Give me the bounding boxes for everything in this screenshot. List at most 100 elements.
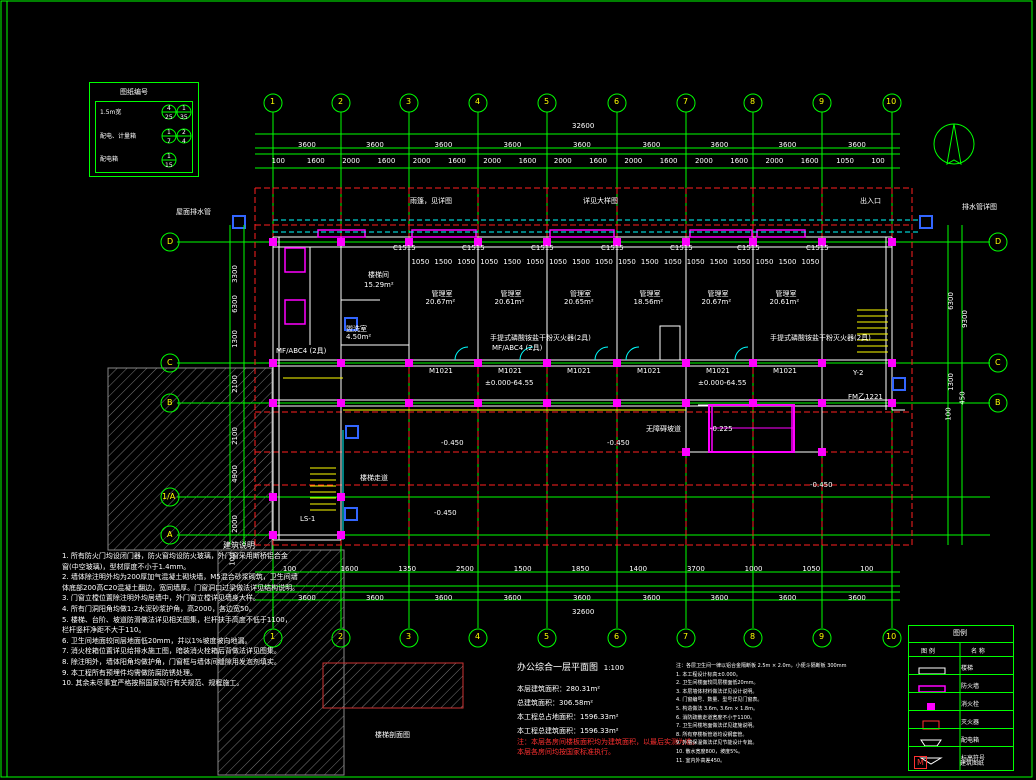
column-extra-4 <box>682 448 690 456</box>
column-extra-0 <box>269 493 277 501</box>
stair-room-name: 楼梯间 <box>368 271 389 279</box>
room-span-6: 1050 <box>549 258 567 266</box>
note-line-6: 5. 楼梯、台阶、坡道防滑做法详见相关图集，栏杆扶手高度不低于1100， <box>62 615 292 624</box>
fire-extinguisher-right: 手提式磷酸铵盐干粉灭火器(2具) <box>770 334 871 342</box>
column-8-1 <box>818 359 826 367</box>
elevation-4: -0.225 <box>710 425 733 433</box>
bubble-bottom-2 <box>331 628 351 648</box>
legend-symbol-3 <box>917 715 947 734</box>
room-span-7: 1500 <box>572 258 590 266</box>
wash-room-name: 盥洗室 <box>346 325 367 333</box>
pipe-box-2 <box>344 317 358 331</box>
right-note-5: 5. 构造做法 3.6m, 3.6m × 1.8m。 <box>676 706 758 712</box>
brand-text: 建筑图纸 <box>960 760 985 767</box>
room-span-1: 1500 <box>434 258 453 266</box>
column-2-2 <box>405 399 413 407</box>
column-1-2 <box>337 399 345 407</box>
top-span-8: 3600 <box>848 141 866 149</box>
bottom-sub-7: 3700 <box>686 565 705 573</box>
right-note-10: 10. 散水宽度800，坡度5%。 <box>676 749 744 755</box>
room-5-name: 管理室 <box>707 290 729 298</box>
window-label-2: C1515 <box>531 244 554 252</box>
elevation-main-2: ±0.000-64.55 <box>698 379 747 387</box>
elevation-1: -0.450 <box>441 439 464 447</box>
window-label-3: C1515 <box>601 244 624 252</box>
index-row-3-label: 配电箱 <box>100 156 119 163</box>
col-label-top-9: 9 <box>819 97 825 106</box>
room-3-name: 管理室 <box>570 290 591 298</box>
bottom-sub-1: 1600 <box>340 565 359 573</box>
bottom-span-2: 3600 <box>434 594 453 602</box>
right-dim-3: 450 <box>958 391 967 405</box>
bubble-left-C <box>160 353 180 373</box>
col-label-bottom-6: 6 <box>614 632 620 641</box>
bubble-top-7 <box>676 93 696 113</box>
index-row-2-c: 7 <box>167 138 171 145</box>
left-dim-5: 4900 <box>230 465 239 483</box>
column-1-1 <box>337 359 345 367</box>
room-4-name: 管理室 <box>639 290 661 298</box>
index-row-2-label: 配电、计量箱 <box>100 133 137 140</box>
ramp-label: 无障碍坡道 <box>646 425 681 433</box>
note-line-3: 体底部200高C20混凝土翻边，宽同墙厚。门窗洞口过梁做法详见结构说明。 <box>62 583 300 592</box>
top-span-5: 3600 <box>642 141 661 149</box>
top-span-4: 3600 <box>573 141 591 149</box>
room-span-13: 1500 <box>709 258 728 266</box>
legend-table: 图例 图 例名 称楼梯防火墙消火栓灭火器配电箱标高符号 <box>908 625 1014 771</box>
note-line-12: 10. 其余未尽事宜严格按照国家现行有关规范、规程施工。 <box>62 679 244 688</box>
top-span-1: 3600 <box>366 141 384 149</box>
bottom-sub-0: 100 <box>282 565 297 573</box>
canopy-note: 雨篷，见详图 <box>410 197 452 205</box>
legend-name-2: 消火栓 <box>961 701 980 708</box>
fire-extinguisher-left: 手提式磷酸铵盐干粉灭火器(2具) <box>490 334 591 342</box>
red-note-1: 注：本层各房间楼板面积均为建筑面积，以最后实测为准。 <box>517 738 699 746</box>
gutter-left-label: 屋面排水管 <box>176 208 211 216</box>
row-label-left-2: B <box>167 398 173 407</box>
room-2-area: 20.61m² <box>494 298 525 306</box>
legend-row-0: 楼梯 <box>909 656 1013 675</box>
stair-ls-label: LS-1 <box>300 515 316 523</box>
left-dim-0: 3300 <box>230 265 239 283</box>
area-line-2: 本工程总占地面积：1596.33m² <box>517 713 619 721</box>
window-label-4: C1515 <box>670 244 693 252</box>
room-1-area: 20.67m² <box>425 298 456 306</box>
room-span-9: 1050 <box>617 258 636 266</box>
column-9-1 <box>888 359 896 367</box>
fire-extinguisher-code: MF/ABC4 (2具) <box>492 344 543 352</box>
note-line-2: 2. 墙体除注明外均为200厚加气混凝土砌块墙，M5混合砂浆砌筑，卫生间墙 <box>62 573 298 582</box>
right-note-1: 1. 本工程设计标高±0.000。 <box>676 671 741 678</box>
bottom-sub-5: 1850 <box>571 565 590 573</box>
area-line-1: 总建筑面积：306.58m² <box>517 699 594 707</box>
col-label-top-4: 4 <box>475 97 481 106</box>
note-line-10: 8. 除注明外，墙体阳角均做护角，门窗框与墙体间缝隙用发泡剂填实。 <box>62 657 281 666</box>
top-sub-11: 1600 <box>659 157 678 165</box>
column-4-2 <box>543 399 551 407</box>
right-note-2: 2. 卫生间楼面较同层楼面低20mm。 <box>676 680 759 687</box>
bottom-span-1: 3600 <box>366 594 384 602</box>
window-4 <box>756 229 806 238</box>
left-dim-3: 1300 <box>230 330 239 348</box>
top-sub-16: 1050 <box>836 157 854 165</box>
column-1-0 <box>337 238 345 246</box>
column-8-0 <box>818 238 826 246</box>
index-row-3-c: 15 <box>165 162 173 169</box>
elevation-5: -0.450 <box>810 481 833 489</box>
bubble-bottom-3 <box>399 628 419 648</box>
room-1-name: 管理室 <box>431 290 453 298</box>
column-6-1 <box>682 359 690 367</box>
column-extra-1 <box>269 531 277 539</box>
column-extra-3 <box>337 493 345 501</box>
top-sub-5: 1600 <box>448 157 466 165</box>
right-note-7: 7. 卫生间楼地面做法详见建施说明。 <box>676 723 758 730</box>
room-span-3: 1050 <box>480 258 499 266</box>
bottom-span-5: 3600 <box>642 594 661 602</box>
top-sub-1: 1600 <box>306 157 325 165</box>
row-label-right-2: B <box>995 398 1001 407</box>
hatch-area-left <box>107 367 273 551</box>
col-label-bottom-10: 10 <box>886 632 897 641</box>
room-span-10: 1500 <box>640 258 659 266</box>
row-label-right-1: C <box>995 358 1001 367</box>
door-label-4: M1021 <box>706 367 730 375</box>
top-span-7: 3600 <box>778 141 797 149</box>
